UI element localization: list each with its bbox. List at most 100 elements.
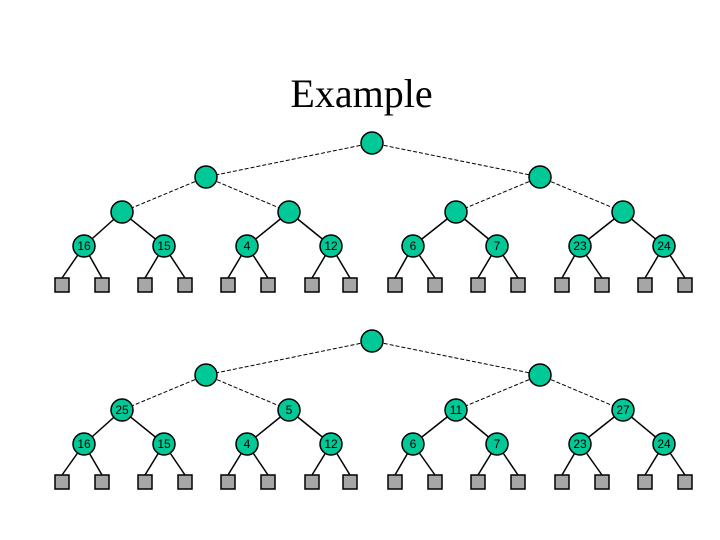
leaf-node — [137, 474, 153, 490]
leaf-node — [94, 277, 110, 293]
node-label: 5 — [286, 403, 293, 417]
leaf-node — [427, 277, 443, 293]
leaf-node — [470, 277, 486, 293]
internal-node — [444, 200, 468, 224]
node-label: 11 — [450, 403, 463, 417]
node-label: 4 — [244, 437, 251, 451]
leaf-node — [94, 474, 110, 490]
node-label: 24 — [657, 437, 671, 451]
leaf-node — [677, 277, 693, 293]
internal-node — [235, 234, 259, 258]
internal-node — [277, 398, 301, 422]
internal-node — [611, 398, 635, 422]
internal-node — [72, 432, 96, 456]
dashed-edge — [455, 374, 541, 411]
dashed-edge — [121, 176, 207, 213]
internal-node — [72, 234, 96, 258]
leaf-node — [554, 474, 570, 490]
leaf-node — [220, 277, 236, 293]
internal-node — [401, 234, 425, 258]
dashed-edge — [539, 374, 624, 411]
internal-node — [194, 363, 218, 387]
internal-node — [652, 432, 676, 456]
node-label: 16 — [77, 239, 91, 253]
internal-node — [652, 234, 676, 258]
leaf-node — [677, 474, 693, 490]
node-label: 12 — [324, 239, 338, 253]
leaf-node — [304, 277, 320, 293]
leaf-node — [387, 277, 403, 293]
internal-node — [110, 398, 134, 422]
leaf-node — [594, 277, 610, 293]
leaf-node — [594, 474, 610, 490]
leaf-node — [260, 277, 276, 293]
internal-node — [152, 432, 176, 456]
bottom-tree-nodes: 25 5 11 27 16 15 4 12 6 7 23 24 — [54, 329, 693, 490]
leaf-node — [554, 277, 570, 293]
leaf-node — [470, 474, 486, 490]
top-tree-nodes: 16 15 4 12 6 7 23 24 — [54, 131, 693, 293]
leaf-node — [427, 474, 443, 490]
dashed-edge — [205, 374, 290, 411]
leaf-node — [220, 474, 236, 490]
node-label: 4 — [244, 239, 251, 253]
leaf-node — [637, 474, 653, 490]
leaf-node — [510, 277, 526, 293]
node-label: 15 — [157, 239, 171, 253]
leaf-node — [54, 277, 70, 293]
root-node — [360, 131, 384, 155]
root-node — [360, 329, 384, 353]
leaf-node — [54, 474, 70, 490]
node-label: 27 — [616, 403, 630, 417]
internal-node — [401, 432, 425, 456]
leaf-node — [177, 474, 193, 490]
internal-node — [319, 432, 343, 456]
dashed-edge — [205, 176, 290, 213]
internal-node — [319, 234, 343, 258]
internal-node — [528, 363, 552, 387]
dashed-edge — [371, 340, 541, 376]
top-tree-edges — [61, 142, 686, 279]
node-label: 24 — [657, 239, 671, 253]
node-label: 7 — [494, 239, 501, 253]
dashed-edge — [205, 142, 373, 178]
internal-node — [152, 234, 176, 258]
node-label: 16 — [77, 437, 91, 451]
dashed-edge — [455, 176, 541, 213]
node-label: 12 — [324, 437, 338, 451]
node-label: 6 — [410, 437, 417, 451]
dashed-edge — [121, 374, 207, 411]
top-tree: 16 15 4 12 6 7 23 24 — [54, 131, 693, 293]
node-label: 23 — [573, 239, 587, 253]
internal-node — [110, 200, 134, 224]
leaf-node — [304, 474, 320, 490]
internal-node — [277, 200, 301, 224]
internal-node — [485, 234, 509, 258]
bottom-tree: 25 5 11 27 16 15 4 12 6 7 23 24 — [54, 329, 693, 490]
leaf-node — [177, 277, 193, 293]
leaf-node — [342, 277, 358, 293]
internal-node — [568, 234, 592, 258]
leaf-node — [510, 474, 526, 490]
node-label: 15 — [157, 437, 171, 451]
node-label: 25 — [115, 403, 129, 417]
internal-node — [528, 165, 552, 189]
dashed-edge — [205, 340, 373, 376]
bottom-tree-edges — [61, 340, 686, 476]
node-label: 7 — [494, 437, 501, 451]
leaf-node — [637, 277, 653, 293]
internal-node — [444, 398, 468, 422]
leaf-node — [342, 474, 358, 490]
leaf-node — [387, 474, 403, 490]
internal-node — [568, 432, 592, 456]
node-label: 23 — [573, 437, 587, 451]
dashed-edge — [371, 142, 541, 178]
leaf-node — [137, 277, 153, 293]
internal-node — [485, 432, 509, 456]
leaf-node — [260, 474, 276, 490]
internal-node — [235, 432, 259, 456]
node-label: 6 — [410, 239, 417, 253]
slide-title: Example — [290, 71, 433, 116]
